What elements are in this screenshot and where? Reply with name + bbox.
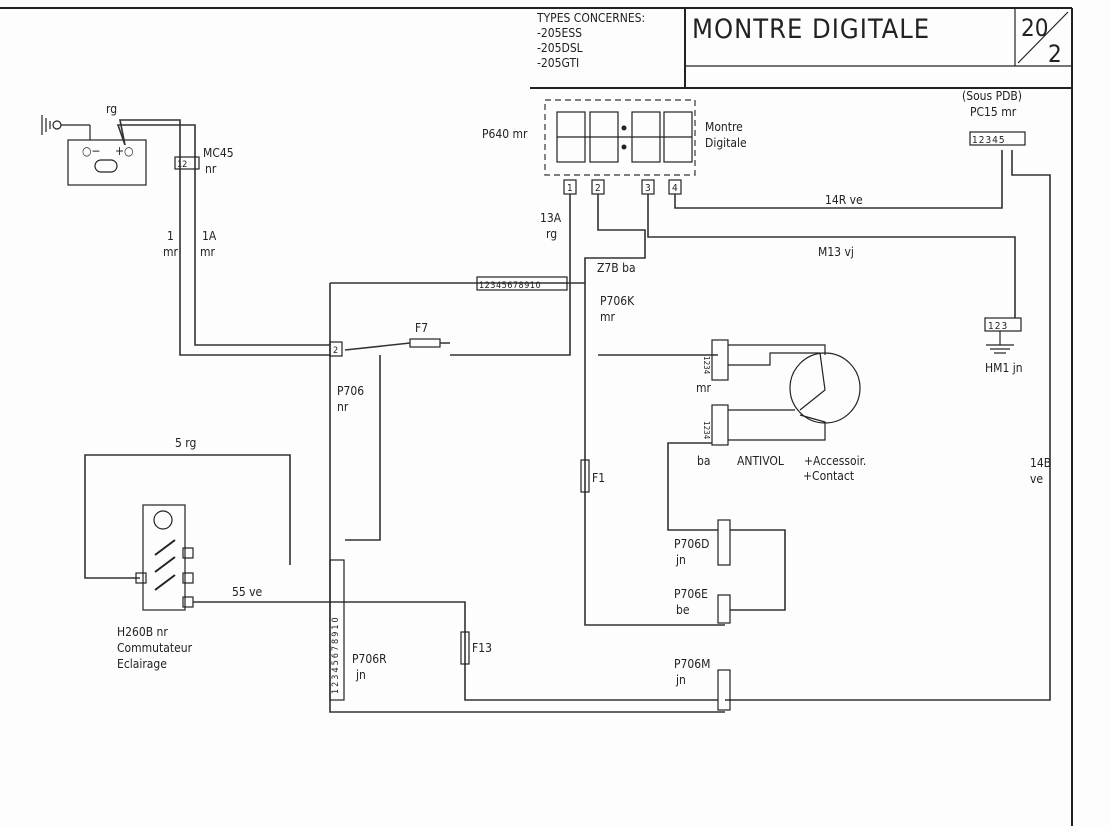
wire-num: 14B xyxy=(1030,456,1051,470)
svg-text:be: be xyxy=(676,603,690,617)
svg-text:PC15 mr: PC15 mr xyxy=(970,105,1017,119)
svg-text:+○: +○ xyxy=(115,144,133,158)
wire-label: 14R ve xyxy=(825,193,863,207)
svg-text:P706M: P706M xyxy=(674,657,710,671)
wire-num: 1 xyxy=(167,229,174,243)
svg-text:1234: 1234 xyxy=(702,421,711,440)
wire-label: 5 rg xyxy=(175,436,196,450)
type-item: -205GTI xyxy=(537,56,579,70)
antivol-switch-icon: 1234 1234 mr ba ANTIVOL +Accessoir. +Con… xyxy=(696,339,866,483)
svg-text:2: 2 xyxy=(333,346,338,356)
clock-pins: 1 2 3 4 xyxy=(563,179,682,195)
wire-color: mr xyxy=(200,245,216,259)
svg-text:nr: nr xyxy=(205,162,217,176)
svg-text:H260B nr: H260B nr xyxy=(117,625,168,639)
svg-text:+Accessoir.: +Accessoir. xyxy=(804,454,866,468)
wire-color: mr xyxy=(163,245,179,259)
svg-text:P706E: P706E xyxy=(674,587,708,601)
svg-text:P706D: P706D xyxy=(674,537,709,551)
clock-name: P640 mr xyxy=(482,127,528,141)
svg-text:jn: jn xyxy=(355,668,366,682)
svg-text:12345678910: 12345678910 xyxy=(479,281,541,291)
connector-p706: 2 P706 nr xyxy=(329,341,364,414)
ground-hm1: 123 HM1 jn xyxy=(984,317,1023,375)
battery-icon: ○− +○ xyxy=(67,139,147,186)
svg-text:ANTIVOL: ANTIVOL xyxy=(737,454,784,468)
connector-p706m: P706M jn xyxy=(674,657,731,711)
connector-p706e: P706E be xyxy=(674,587,731,624)
wire-color: ve xyxy=(1030,472,1043,486)
svg-text:mr: mr xyxy=(600,310,616,324)
svg-text:12: 12 xyxy=(177,160,187,170)
wire-color: rg xyxy=(546,227,557,241)
wire-label: rg xyxy=(106,102,117,116)
svg-text:1234: 1234 xyxy=(702,356,711,375)
fuse-f13: F13 xyxy=(460,631,492,665)
svg-text:nr: nr xyxy=(337,400,349,414)
connector-mc45: 12 MC45 nr xyxy=(174,146,234,176)
svg-text:P706: P706 xyxy=(337,384,364,398)
connector-p706r: 12345678910 P706R jn xyxy=(329,559,387,701)
svg-text:jn: jn xyxy=(675,673,686,687)
title-block: TYPES CONCERNES: -205ESS -205DSL -205GTI… xyxy=(536,11,1062,70)
svg-text:○−: ○− xyxy=(82,144,100,158)
type-item: -205DSL xyxy=(537,41,583,55)
svg-text:Eclairage: Eclairage xyxy=(117,657,167,671)
svg-text:12345: 12345 xyxy=(972,135,1006,146)
svg-text:(Sous PDB): (Sous PDB) xyxy=(962,89,1022,103)
fuse-f1: F1 xyxy=(580,459,605,493)
wire-num: 1A xyxy=(202,229,217,243)
svg-text:1: 1 xyxy=(567,183,573,194)
svg-text:mr: mr xyxy=(696,381,712,395)
diagram-title: MONTRE DIGITALE xyxy=(692,14,930,45)
wire-num: 13A xyxy=(540,211,562,225)
svg-text:jn: jn xyxy=(675,553,686,567)
ground-icon xyxy=(41,115,91,140)
type-item: -205ESS xyxy=(537,26,582,40)
svg-text:2: 2 xyxy=(595,183,601,194)
clock-label: Digitale xyxy=(705,136,747,150)
connector-p706d: P706D jn xyxy=(674,519,731,567)
svg-text:12345678910: 12345678910 xyxy=(331,615,341,694)
svg-text:123: 123 xyxy=(988,321,1008,332)
svg-text:P706R: P706R xyxy=(352,652,387,666)
wire-label: Z7B ba xyxy=(597,261,636,275)
sheet-number: 20 xyxy=(1021,14,1048,42)
svg-text:3: 3 xyxy=(645,183,651,194)
frame xyxy=(0,7,1073,826)
digital-clock-icon xyxy=(544,99,696,176)
clock-label: Montre xyxy=(705,120,743,134)
fuse-f7: F7 xyxy=(409,321,441,348)
svg-text:HM1 jn: HM1 jn xyxy=(985,361,1023,375)
lighting-switch-icon: H260B nr Commutateur Eclairage xyxy=(117,504,194,671)
types-heading: TYPES CONCERNES: xyxy=(536,11,645,25)
svg-text:Commutateur: Commutateur xyxy=(117,641,193,655)
svg-text:ba: ba xyxy=(697,454,710,468)
svg-text:4: 4 xyxy=(672,183,678,194)
svg-text:F7: F7 xyxy=(415,321,428,335)
svg-text:F1: F1 xyxy=(592,471,605,485)
svg-text:MC45: MC45 xyxy=(203,146,234,160)
connector-p706k: 12345678910 P706K mr xyxy=(476,276,635,324)
svg-text:+Contact: +Contact xyxy=(803,469,854,483)
svg-text:F13: F13 xyxy=(472,641,492,655)
wire-label: M13 vj xyxy=(818,245,854,259)
connector-pc15: (Sous PDB) PC15 mr 12345 xyxy=(962,89,1026,146)
wire-label: 55 ve xyxy=(232,585,263,599)
svg-text:P706K: P706K xyxy=(600,294,635,308)
sheet-sub: 2 xyxy=(1048,40,1062,68)
